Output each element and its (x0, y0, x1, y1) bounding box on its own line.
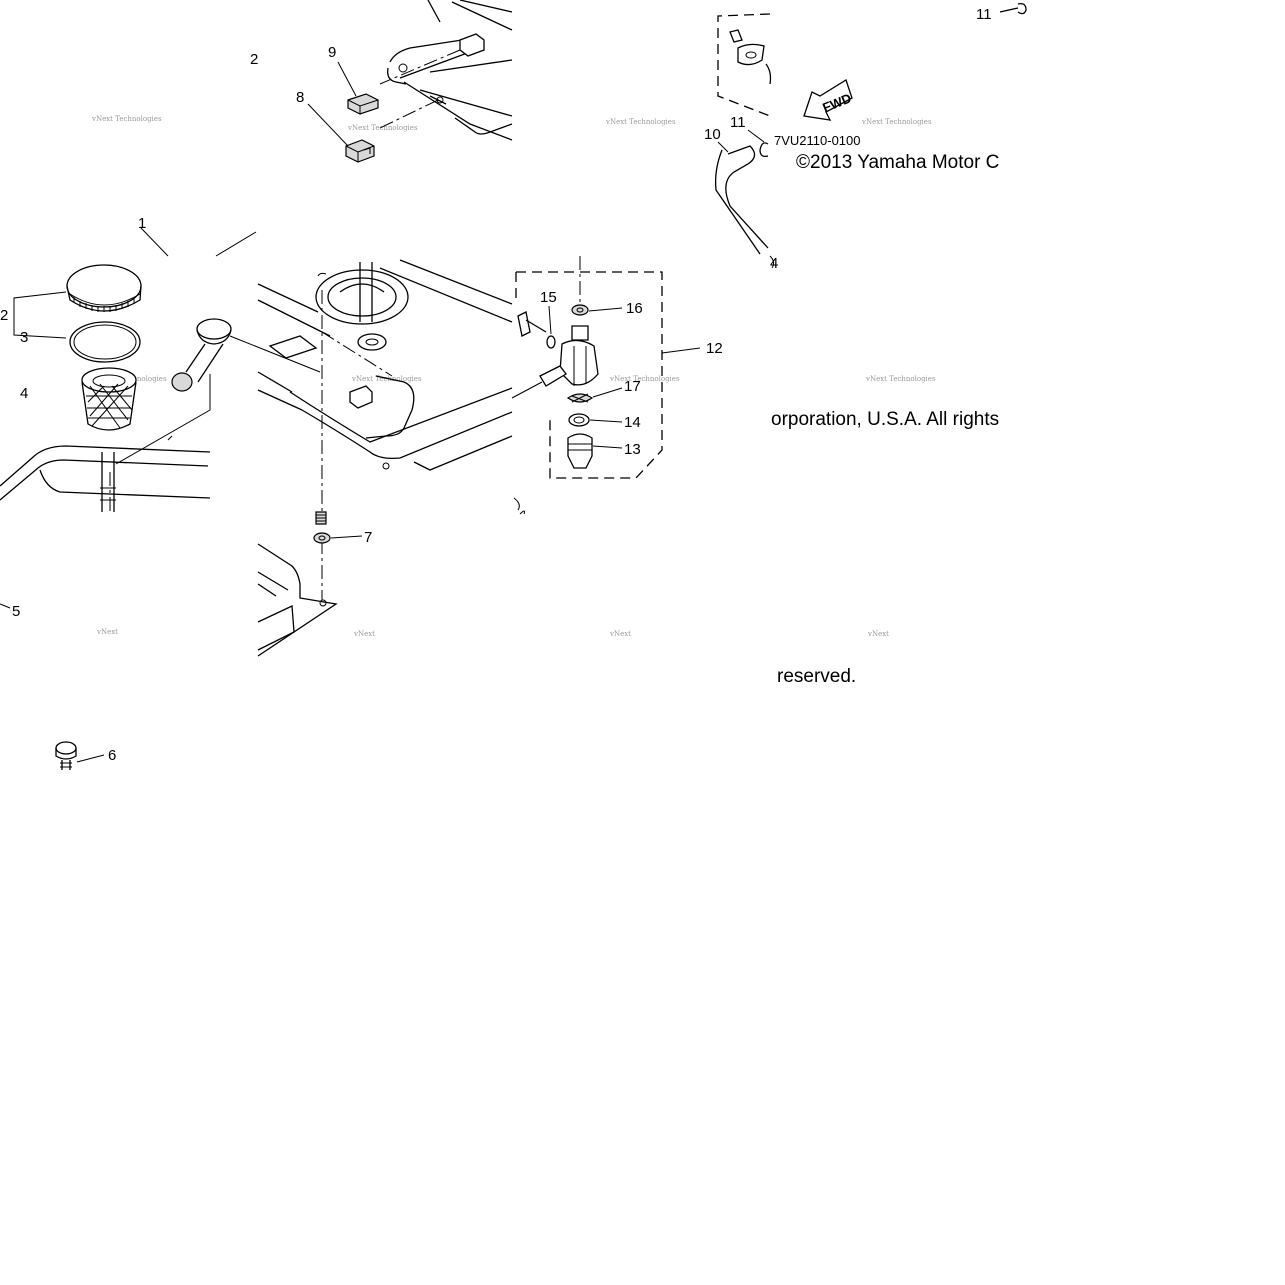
callout-4: 4 (20, 385, 28, 402)
part-6-bolt (55, 741, 105, 770)
callout-15: 15 (540, 289, 557, 306)
part-2-fuel-cap (66, 264, 142, 312)
callout-11: 11 (976, 6, 992, 23)
callout-10: 10 (704, 126, 721, 143)
callout-7: 7 (364, 529, 372, 546)
watermark: vNext Technologies (91, 115, 162, 123)
copyright-line-1: ©2013 Yamaha Motor C (796, 152, 999, 173)
watermark: vNext Technologies (351, 375, 422, 383)
callout-4: 4 (770, 255, 778, 272)
callout-9: 9 (328, 44, 336, 61)
tank-bottom (257, 540, 338, 657)
copyright-line-2: orporation, U.S.A. All rights (771, 409, 999, 430)
part-4-filter (81, 367, 137, 431)
callout-2: 2 (250, 51, 258, 68)
part-7-washer (313, 511, 363, 544)
part-9-grommet (347, 93, 379, 115)
watermark: vNext (867, 630, 889, 638)
tank-left-body (0, 374, 211, 512)
part-1-filler-neck (140, 227, 321, 392)
watermark: vNext (96, 628, 118, 636)
watermark: vNext Technologies (861, 118, 932, 126)
callout-5: 5 (12, 603, 20, 620)
part-8-grommet (345, 139, 375, 163)
callout-12: 12 (706, 340, 723, 357)
watermark: vNext Technologies (609, 375, 680, 383)
fwd-arrow-icon (803, 79, 853, 121)
callouts: 1 2 2 3 4 4 5 6 7 8 9 10 11 11 12 13 14 … (0, 6, 992, 764)
fuel-cock-assembly (511, 256, 701, 515)
watermarks: vNext Technologies vNext Technologies vN… (91, 115, 936, 638)
watermark: vNext Technologies (347, 124, 418, 132)
watermark: vNext Technologies (605, 118, 676, 126)
callout-11: 11 (730, 114, 746, 131)
tank-top-corner (379, 0, 513, 141)
callout-6: 6 (108, 747, 116, 764)
watermark: vNext (353, 630, 375, 638)
callout-8: 8 (296, 89, 304, 106)
copyright-line-3: reserved. (777, 666, 856, 687)
callout-16: 16 (626, 300, 643, 317)
callout-17: 17 (624, 378, 641, 395)
callout-14: 14 (624, 414, 641, 431)
watermark: vNext (609, 630, 631, 638)
top-right-detail: FWD (714, 2, 1027, 269)
drawing-code: 7VU2110-0100 (774, 133, 861, 148)
callout-1: 1 (138, 215, 146, 232)
callout-3: 3 (20, 329, 28, 346)
part-3-gasket (69, 321, 141, 363)
watermark: vNext Technologies (865, 375, 936, 383)
tank-main-body (257, 259, 513, 520)
callout-13: 13 (624, 441, 641, 458)
callout-2: 2 (0, 307, 8, 324)
